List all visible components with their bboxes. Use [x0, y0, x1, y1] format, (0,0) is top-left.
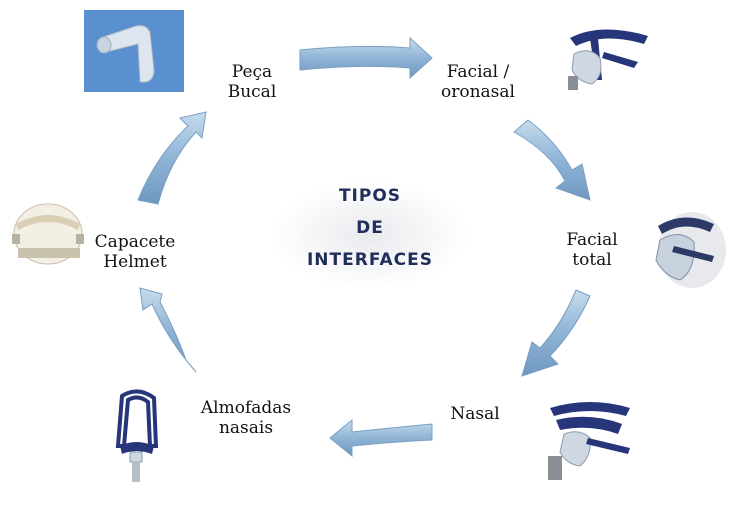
- label-facial-total: Facial total: [552, 230, 632, 270]
- oronasal-mask-image: [568, 29, 648, 90]
- label-capacete-helmet: Capacete Helmet: [80, 232, 190, 272]
- label-facial-oronasal-line-1: Facial /: [446, 62, 510, 82]
- center-title-line-1: TIPOS: [338, 186, 402, 206]
- helmet-image: [12, 203, 84, 265]
- center-title-line-2: DE: [356, 218, 384, 238]
- arrow-to-facial-total: [513, 119, 591, 201]
- label-almofadas-nasais: Almofadas nasais: [186, 398, 306, 438]
- center-glow: [270, 180, 470, 290]
- label-facial-oronasal-line-2: oronasal: [441, 82, 515, 102]
- label-almofadas-nasais-line-1: Almofadas: [200, 398, 292, 418]
- nasal-pillows-image: [115, 389, 159, 482]
- label-nasal-line-1: Nasal: [450, 404, 500, 424]
- nasal-mask-image: [548, 402, 630, 480]
- label-peca-bucal-line-2: Bucal: [227, 82, 277, 102]
- label-almofadas-nasais-line-2: nasais: [218, 418, 274, 438]
- label-capacete-helmet-line-2: Helmet: [103, 252, 167, 272]
- label-peca-bucal: Peça Bucal: [212, 62, 292, 102]
- arrow-to-nasal: [521, 289, 591, 377]
- center-title-line-3: INTERFACES: [306, 250, 433, 270]
- label-peca-bucal-line-1: Peça: [231, 62, 273, 82]
- arrow-to-capacete: [139, 287, 197, 373]
- label-facial-oronasal: Facial / oronasal: [428, 62, 528, 102]
- label-nasal: Nasal: [440, 404, 510, 424]
- mouthpiece-image: [84, 10, 184, 92]
- label-facial-total-line-2: total: [572, 250, 612, 270]
- center-title: TIPOS DE INTERFACES: [270, 180, 470, 276]
- full-face-mask-image: [655, 212, 726, 288]
- label-capacete-helmet-line-1: Capacete: [94, 232, 176, 252]
- arrow-to-peca-bucal: [137, 111, 207, 205]
- arrow-to-almofadas-nasais: [329, 418, 433, 458]
- label-facial-total-line-1: Facial: [566, 230, 618, 250]
- arrow-to-facial-oronasal: [299, 36, 433, 80]
